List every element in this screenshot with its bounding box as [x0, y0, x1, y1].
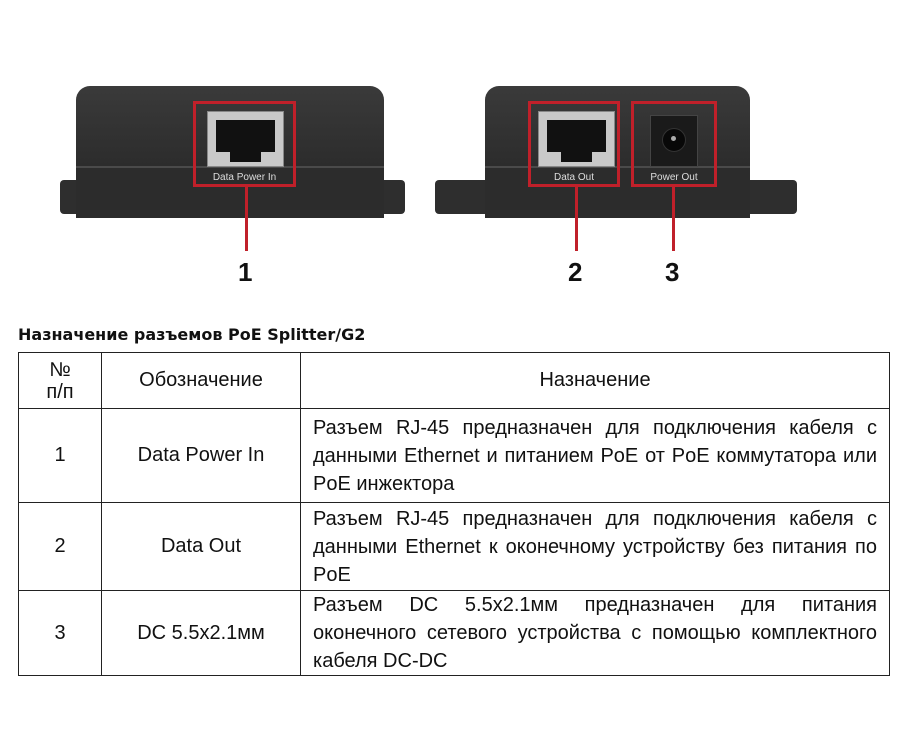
callout-number-2: 2: [568, 257, 583, 287]
header-number: № п/п: [18, 352, 102, 409]
port-label-power-out: Power Out: [650, 172, 698, 183]
table-row: 1 Data Power In Разъем RJ-45 предназначе…: [18, 408, 890, 503]
row-number: 1: [18, 408, 102, 503]
row-designation: Data Out: [101, 502, 301, 591]
callout-number-1: 1: [238, 257, 253, 287]
port-label-data-power-in: Data Power In: [212, 172, 277, 183]
callout-box-2: [528, 101, 620, 187]
dc-jack-icon: [650, 115, 698, 167]
table-title: Назначение разъемов PoE Splitter/G2: [18, 325, 366, 344]
connectors-table: № п/п Обозначение Назначение 1 Data Powe…: [18, 352, 890, 676]
row-purpose: Разъем DC 5.5x2.1мм предназначен для пит…: [300, 590, 890, 676]
row-number: 3: [18, 590, 102, 676]
table-header-row: № п/п Обозначение Назначение: [18, 352, 890, 409]
rj45-port-icon: [538, 111, 615, 167]
row-number: 2: [18, 502, 102, 591]
callout-box-3: [631, 101, 717, 187]
rj45-port-icon: [207, 111, 284, 167]
table-row: 2 Data Out Разъем RJ-45 предназначен для…: [18, 502, 890, 591]
row-purpose: Разъем RJ-45 предназначен для подключени…: [300, 408, 890, 503]
callout-number-3: 3: [665, 257, 680, 287]
table-row: 3 DC 5.5x2.1мм Разъем DC 5.5x2.1мм предн…: [18, 590, 890, 676]
row-designation: Data Power In: [101, 408, 301, 503]
row-purpose: Разъем RJ-45 предназначен для подключени…: [300, 502, 890, 591]
callout-box-1: [193, 101, 296, 187]
header-purpose: Назначение: [300, 352, 890, 409]
row-designation: DC 5.5x2.1мм: [101, 590, 301, 676]
port-label-data-out: Data Out: [553, 172, 595, 183]
header-designation: Обозначение: [101, 352, 301, 409]
